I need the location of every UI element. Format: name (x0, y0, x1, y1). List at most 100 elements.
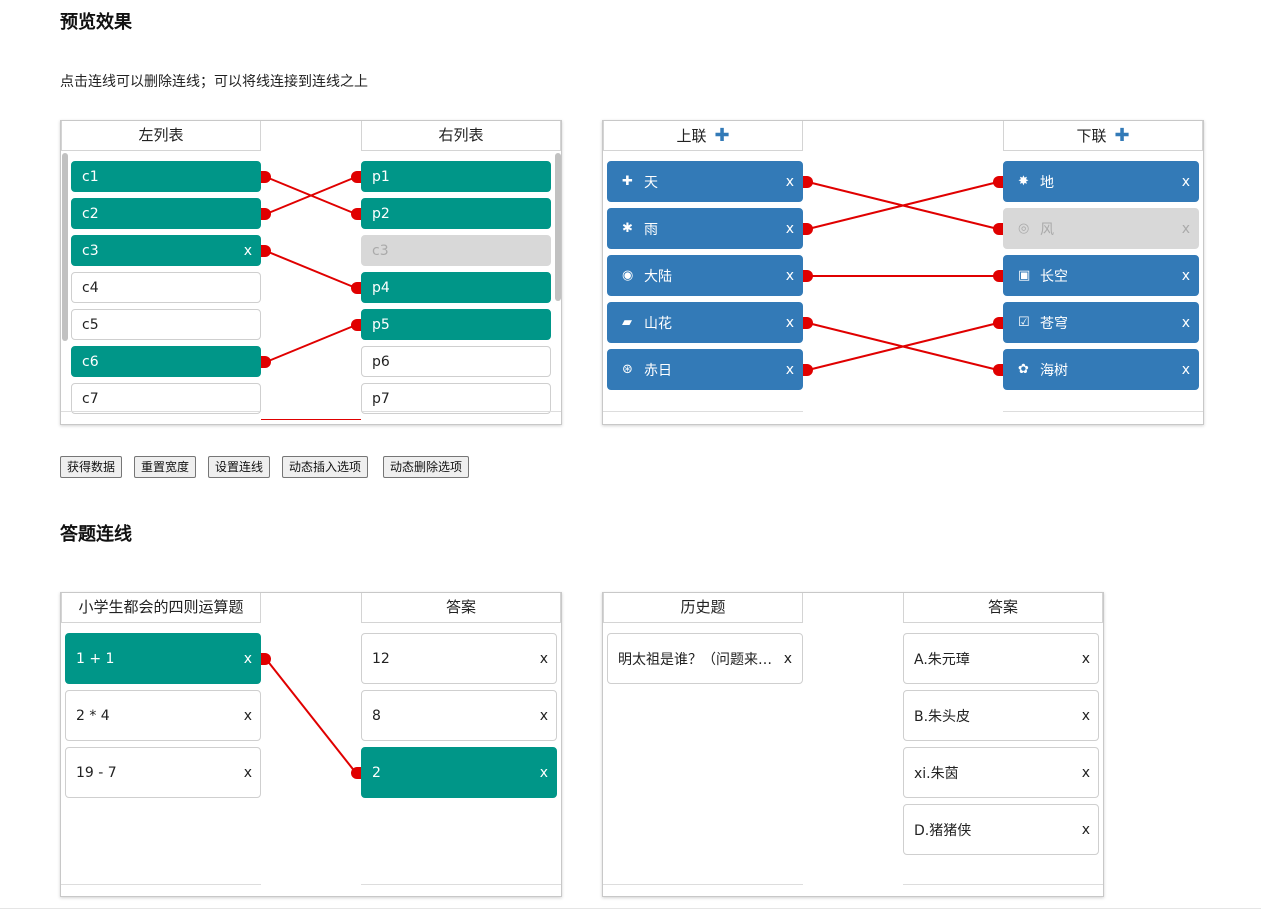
link-anchor-dot[interactable] (803, 270, 813, 282)
connection-line[interactable] (265, 176, 357, 215)
remove-x-button[interactable]: x (1181, 173, 1190, 190)
remove-x-button[interactable]: x (785, 314, 794, 331)
remove-x-button[interactable]: x (785, 361, 794, 378)
right-item-p2[interactable]: p2 (361, 198, 551, 229)
left-scrollbar[interactable] (62, 153, 68, 341)
remove-x-button[interactable]: x (1181, 314, 1190, 331)
set-links-button[interactable]: 设置连线 (208, 456, 271, 478)
link-anchor-dot[interactable] (993, 364, 1003, 376)
delete-option-button[interactable]: 动态删除选项 (383, 456, 470, 478)
remove-x-button[interactable]: x (1081, 821, 1090, 838)
right-item-p1[interactable]: p1 (361, 161, 551, 192)
remove-x-button[interactable]: x (1181, 267, 1190, 284)
link-anchor-dot[interactable] (803, 223, 813, 235)
link-anchor-dot[interactable] (351, 171, 361, 183)
remove-x-button[interactable]: x (1081, 650, 1090, 667)
left-item-c4[interactable]: c4 (71, 272, 261, 303)
link-anchor-dot[interactable] (261, 171, 271, 183)
plus-icon[interactable]: ✚ (1114, 125, 1130, 146)
link-anchor-dot[interactable] (993, 270, 1003, 282)
lower-list-header: 下联✚ (1003, 121, 1203, 151)
remove-x-button: x (1181, 220, 1190, 237)
connection-line[interactable] (265, 250, 357, 289)
link-anchor-dot[interactable] (351, 767, 361, 779)
left-item-c6[interactable]: c6 (71, 346, 261, 377)
link-anchor-dot[interactable] (351, 319, 361, 331)
link-anchor-dot[interactable] (351, 282, 361, 294)
remove-x-button[interactable]: x (539, 707, 548, 724)
remove-x-button[interactable]: x (783, 650, 792, 667)
remove-x-button[interactable]: x (243, 764, 252, 781)
link-anchor-dot[interactable] (803, 176, 813, 188)
plus-icon[interactable]: ✚ (714, 125, 730, 146)
connection-line[interactable] (807, 322, 999, 371)
left-item-c5[interactable]: c5 (71, 309, 261, 340)
remove-x-button[interactable]: x (1081, 764, 1090, 781)
remove-x-button[interactable]: x (1181, 361, 1190, 378)
insert-option-button[interactable]: 动态插入选项 (282, 456, 369, 478)
link-anchor-dot[interactable] (993, 223, 1003, 235)
remove-x-button[interactable]: x (785, 267, 794, 284)
connection-line[interactable] (265, 176, 357, 215)
remove-x-button[interactable]: x (785, 173, 794, 190)
right-item-p4[interactable]: p4 (361, 272, 551, 303)
right-item-p6[interactable]: p6 (361, 346, 551, 377)
upper-list-header: 上联✚ (603, 121, 803, 151)
reset-width-button[interactable]: 重置宽度 (134, 456, 197, 478)
remove-x-button[interactable]: x (539, 764, 548, 781)
link-anchor-dot[interactable] (993, 176, 1003, 188)
left-item-c1[interactable]: c1 (71, 161, 261, 192)
link-anchor-dot[interactable] (261, 653, 271, 665)
connection-line[interactable] (807, 181, 999, 230)
right-bottom-border (1003, 411, 1203, 412)
remove-x-button[interactable]: x (539, 650, 548, 667)
link-anchor-dot[interactable] (351, 208, 361, 220)
check-square-icon: ☑ (1018, 315, 1030, 330)
remove-x-button[interactable]: x (243, 707, 252, 724)
link-anchor-dot[interactable] (261, 356, 271, 368)
remove-x-button[interactable]: x (1081, 707, 1090, 724)
right-item-p7[interactable]: p7 (361, 383, 551, 414)
right-scrollbar[interactable] (555, 153, 561, 301)
left-item-c2[interactable]: c2 (71, 198, 261, 229)
link-anchor-dot[interactable] (803, 364, 813, 376)
link-anchor-dot[interactable] (261, 208, 271, 220)
remove-x-button[interactable]: x (785, 220, 794, 237)
question-item[interactable]: 明太祖是谁？（问题来自…x (607, 633, 803, 684)
left-item-c7[interactable]: c7 (71, 383, 261, 414)
remove-x-button[interactable]: x (243, 242, 252, 259)
remove-x-button[interactable]: x (243, 650, 252, 667)
preview-description: 点击连线可以删除连线；可以将线连接到连线之上 (60, 74, 368, 90)
link-anchor-dot[interactable] (803, 317, 813, 329)
preview-heading: 预览效果 (60, 12, 132, 33)
connection-line[interactable] (265, 658, 357, 774)
connection-line[interactable] (807, 322, 999, 371)
get-data-button[interactable]: 获得数据 (60, 456, 123, 478)
connection-line[interactable] (265, 324, 357, 363)
link-anchor-dot[interactable] (993, 317, 1003, 329)
link-anchor-dot[interactable] (261, 245, 271, 257)
connection-line[interactable] (807, 181, 999, 230)
right-item-p5[interactable]: p5 (361, 309, 551, 340)
